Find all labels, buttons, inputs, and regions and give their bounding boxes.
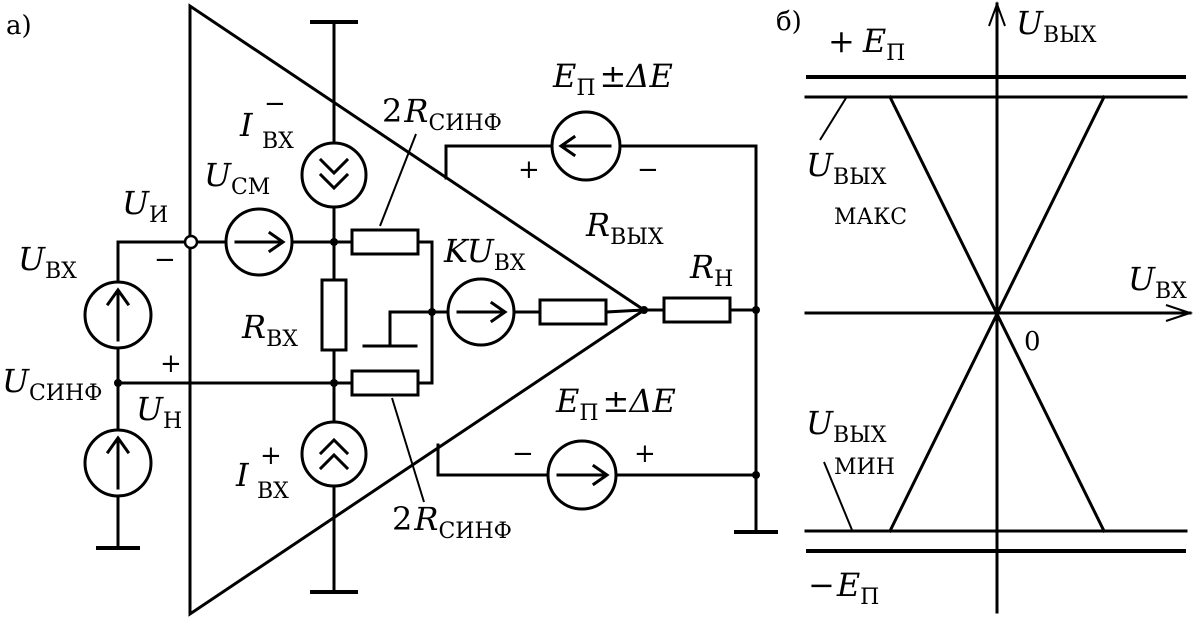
i-in-plus-source-symbol: [300, 420, 368, 488]
wire-rout-output: [604, 308, 646, 314]
r-in-label: RВХ: [241, 308, 298, 352]
ep-top-minus: −: [637, 155, 659, 185]
r-cm-bottom-label: 2RСИНФ: [392, 500, 512, 544]
r-cm-top-label: 2RСИНФ: [382, 92, 502, 136]
r-load-label: RН: [689, 248, 733, 292]
r-cm-bottom-leader: [391, 397, 425, 503]
noninverting-transfer-line: [887, 94, 1107, 534]
u-n-label: UН: [136, 390, 182, 434]
r-cm-top-resistor: [350, 228, 420, 256]
r-in-resistor: [320, 278, 348, 352]
inverting-minus-sign: −: [154, 245, 176, 275]
ep-bottom-minus: −: [512, 439, 534, 469]
k-u-source-symbol: [446, 277, 516, 347]
r-out-label: RВЫХ: [585, 206, 664, 250]
x-axis-label: UВХ: [1128, 260, 1187, 304]
minus-ep-label: −EП: [808, 566, 879, 610]
i-in-minus-label: I: [239, 106, 254, 144]
u-in-label: UВХ: [18, 240, 77, 284]
ep-bottom-source-symbol: [546, 439, 618, 511]
noninverting-plus-sign: +: [160, 349, 182, 379]
ep-bottom-label: EП±ΔE: [555, 382, 676, 426]
u-in-source-symbol: [83, 280, 153, 350]
panel-b-label: б): [776, 7, 802, 37]
u-min-leader: [823, 461, 853, 531]
i-in-minus-source-symbol: [300, 141, 368, 209]
u-cm-label: UСМ: [204, 156, 270, 200]
u-cmr-source-symbol: [83, 428, 153, 498]
k-u-label: KUВХ: [443, 232, 526, 276]
i-in-plus-sup: +: [260, 441, 282, 471]
panel-a-equivalent-circuit: а): [2, 3, 778, 617]
ep-bottom-plus: +: [634, 439, 656, 469]
plus-ep-label: +EП: [828, 22, 905, 66]
r-load-resistor: [662, 296, 732, 324]
u-cm-source-symbol: [224, 207, 294, 277]
r-out-resistor: [538, 298, 608, 326]
u-min-sub2: МИН: [834, 455, 895, 480]
ep-top-plus: +: [518, 155, 540, 185]
panel-b-transfer-characteristic: б) UВЫХ UВХ 0 +EП −EП UВЫХ МАКС UВЫХ МИН: [776, 1, 1194, 614]
u-max-leader: [819, 97, 847, 141]
op-amp-triangle: [188, 3, 647, 617]
y-axis-label: UВЫХ: [1016, 4, 1097, 48]
r-cm-top-leader: [379, 133, 417, 227]
u-min-label: UВЫХ: [806, 404, 887, 448]
u-cmr-label: UСИНФ: [2, 362, 102, 406]
supply-wires: [436, 144, 778, 534]
y-axis-arrow: [988, 1, 1006, 27]
r-cm-bottom-resistor: [350, 369, 420, 397]
u-max-sub2: МАКС: [834, 205, 907, 230]
ep-top-source-symbol: [550, 110, 622, 182]
i-in-minus-sub: ВХ: [262, 129, 294, 154]
u-i-label: UИ: [122, 184, 168, 228]
u-max-label: UВЫХ: [806, 146, 887, 190]
i-in-minus-sup: −: [264, 89, 286, 119]
ui-node-terminal: [183, 234, 199, 250]
origin-label: 0: [1024, 327, 1041, 357]
x-axis-arrow: [1165, 304, 1194, 322]
i-in-plus-sub: ВХ: [257, 479, 289, 504]
ep-top-label: EП±ΔE: [552, 57, 673, 101]
junction-dots: [114, 238, 760, 479]
panel-a-label: а): [6, 11, 32, 41]
i-in-plus-label: I: [235, 456, 250, 494]
